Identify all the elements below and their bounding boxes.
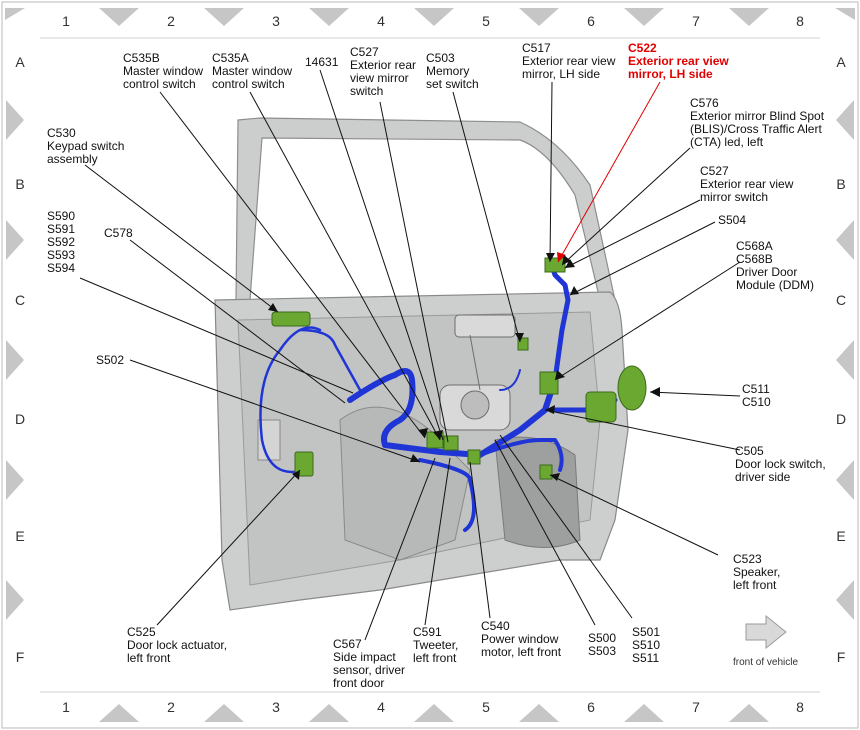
callout-c527-right: C527 Exterior rear view mirror switch: [700, 164, 797, 204]
callout-s500-group: S500 S503: [588, 631, 619, 658]
callout-c535a: C535A Master window control switch: [212, 51, 295, 91]
leader-lines: [79, 69, 741, 641]
callout-c568: C568A C568B Driver Door Module (DDM): [736, 239, 814, 292]
col-label-top: 4: [377, 13, 385, 29]
callout-c517: C517 Exterior rear view mirror, LH side: [522, 41, 619, 81]
col-label-top: 5: [482, 13, 490, 29]
row-label-right: D: [836, 411, 846, 427]
window-regulator: [439, 314, 516, 431]
callout-s504: S504: [718, 213, 746, 227]
col-label-bottom: 4: [377, 699, 385, 715]
callout-c527-top: C527 Exterior rear view mirror switch: [350, 45, 419, 98]
connector-c523: [539, 464, 553, 480]
callout-c591: C591 Tweeter, left front: [413, 625, 462, 665]
callout-c535b: C535B Master window control switch: [123, 51, 206, 91]
grid-column-labels: 1 2 3 4 5 6 7 8 1 2 3 4 5 6 7 8: [62, 13, 804, 715]
grid-markers: [5, 8, 855, 722]
row-label-left: D: [15, 411, 25, 427]
callout-c503: C503 Memory set switch: [426, 51, 479, 91]
col-label-bottom: 8: [796, 699, 804, 715]
callout-s501-group: S501 S510 S511: [632, 625, 663, 665]
col-label-top: 7: [692, 13, 700, 29]
callout-c505: C505 Door lock switch, driver side: [735, 444, 829, 484]
connector-c503: [517, 337, 529, 351]
connector-c535a: [443, 435, 459, 451]
callout-c567: C567 Side impact sensor, driver front do…: [333, 637, 408, 690]
connector-c511-body: [585, 391, 617, 423]
connector-c568: [539, 371, 559, 395]
callout-c530: C530 Keypad switch assembly: [47, 126, 128, 166]
front-of-vehicle-label: front of vehicle: [733, 657, 798, 668]
col-label-bottom: 7: [692, 699, 700, 715]
row-label-left: B: [15, 176, 24, 192]
col-label-bottom: 2: [167, 699, 175, 715]
callout-s502: S502: [96, 353, 124, 367]
connector-c540: [467, 449, 481, 465]
col-label-bottom: 3: [272, 699, 280, 715]
callout-c525: C525 Door lock actuator, left front: [127, 625, 230, 665]
callout-s590-group: S590 S591 S592 S593 S594: [47, 209, 78, 275]
col-label-top: 8: [796, 13, 804, 29]
col-label-top: 3: [272, 13, 280, 29]
callout-c523: C523 Speaker, left front: [733, 552, 784, 592]
row-label-right: F: [837, 649, 846, 665]
callout-c540: C540 Power window motor, left front: [481, 619, 562, 659]
leader-arrowheads: [268, 252, 660, 481]
row-label-right: C: [836, 292, 846, 308]
col-label-top: 6: [587, 13, 595, 29]
row-label-right: B: [836, 176, 845, 192]
grid-row-labels: A B C D E F A B C D E F: [15, 54, 846, 665]
callout-14631: 14631: [305, 55, 339, 69]
callout-c511: C511 C510: [742, 382, 773, 409]
callout-c576: C576 Exterior mirror Blind Spot (BLIS)/C…: [690, 96, 827, 149]
col-label-bottom: 5: [482, 699, 490, 715]
row-label-right: A: [836, 54, 846, 70]
col-label-top: 2: [167, 13, 175, 29]
row-label-right: E: [836, 528, 845, 544]
row-label-left: E: [15, 528, 24, 544]
col-label-bottom: 1: [62, 699, 70, 715]
callout-labels: C535B Master window control switch C535A…: [47, 41, 829, 690]
callout-c578: C578: [104, 226, 133, 240]
row-label-left: A: [15, 54, 25, 70]
callout-c522: C522 Exterior rear view mirror, LH side: [628, 41, 732, 81]
row-label-left: F: [16, 649, 25, 665]
arrow-right-icon: [745, 614, 787, 650]
col-label-top: 1: [62, 13, 70, 29]
speaker-cavity: [494, 436, 581, 548]
front-of-vehicle-indicator: front of vehicle: [733, 614, 798, 668]
connector-c511-grommet: [617, 365, 647, 411]
col-label-bottom: 6: [587, 699, 595, 715]
connector-c530: [271, 311, 311, 327]
row-label-left: C: [15, 292, 25, 308]
